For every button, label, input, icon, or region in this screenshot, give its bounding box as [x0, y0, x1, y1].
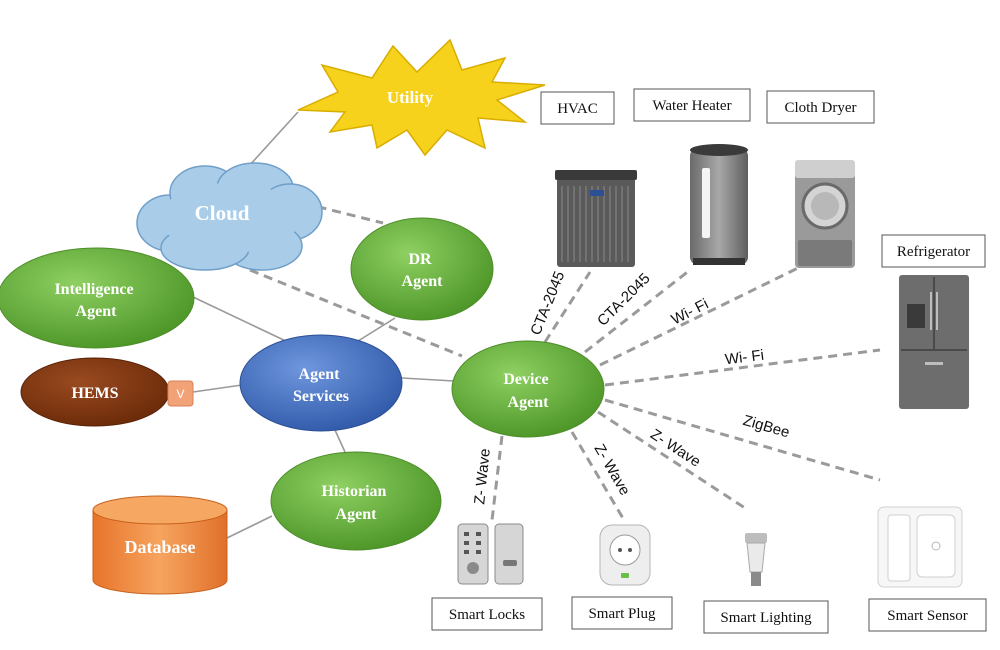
device-label-hvac: HVAC	[557, 101, 598, 117]
v-badge: V	[167, 380, 194, 407]
agent-services-node: Agent Services	[239, 334, 403, 432]
dr-agent-label-line2: Agent	[402, 273, 444, 290]
database-node: Database	[92, 495, 228, 595]
historian-agent-label-line2: Agent	[336, 506, 378, 523]
dr-agent-label-line1: DR	[408, 251, 432, 268]
device-agent-label-line2: Agent	[508, 394, 550, 411]
agent-services-label-line1: Agent	[299, 366, 341, 383]
database-label: Database	[125, 537, 196, 557]
v-badge-label: V	[176, 387, 184, 401]
intelligence-agent-node: Intelligence Agent	[0, 247, 195, 349]
refrigerator-image	[899, 275, 969, 409]
smart-plug-image	[599, 524, 651, 586]
device-label-smart-sensor: Smart Sensor	[887, 608, 967, 624]
smart-sensor-image	[877, 506, 963, 588]
intelligence-agent-label-line2: Agent	[76, 303, 118, 320]
utility-burst	[297, 38, 546, 157]
protocol-label-smart-locks: Z- Wave	[471, 448, 494, 506]
device-label-boxes: HVAC Water Heater Cloth Dryer Refrigerat…	[431, 88, 987, 634]
cloth-dryer-image	[795, 160, 855, 268]
water-heater-image	[690, 144, 748, 265]
protocol-label-smart-plug: Z- Wave	[591, 441, 634, 498]
utility-label: Utility	[387, 88, 434, 107]
cloud-label: Cloud	[195, 201, 250, 225]
dr-agent-node: DR Agent	[350, 217, 494, 321]
device-agent-node: Device Agent	[451, 340, 605, 438]
protocol-label-smart-sensor: ZigBee	[741, 412, 791, 441]
intelligence-agent-label-line1: Intelligence	[54, 281, 133, 298]
protocol-label-hvac: CTA-2045	[527, 269, 568, 338]
utility-node: Utility	[297, 38, 546, 157]
historian-agent-node: Historian Agent	[270, 451, 442, 551]
device-agent-label-line1: Device	[503, 371, 548, 388]
device-label-water-heater: Water Heater	[652, 98, 731, 114]
protocol-label-cloth-dryer: Wi- Fi	[669, 296, 712, 329]
hems-node: HEMS	[20, 357, 170, 427]
device-label-cloth-dryer: Cloth Dryer	[784, 100, 856, 116]
smart-lighting-image	[745, 533, 767, 586]
device-label-smart-plug: Smart Plug	[588, 606, 656, 622]
hvac-unit-image	[555, 170, 637, 267]
svg-text:Intelligence Agent: Intelligence Agent	[54, 281, 137, 320]
dashed-connectors	[249, 201, 881, 521]
svg-text:Agent Services: Agent Services	[293, 366, 349, 405]
device-label-refrigerator: Refrigerator	[897, 244, 970, 260]
device-label-smart-locks: Smart Locks	[449, 607, 525, 623]
device-label-smart-lighting: Smart Lighting	[720, 610, 812, 626]
agent-services-label-line2: Services	[293, 388, 349, 405]
svg-text:Historian Agent: Historian Agent	[322, 483, 391, 523]
protocol-label-refrigerator: Wi- Fi	[724, 347, 765, 369]
historian-agent-label-line1: Historian	[322, 483, 387, 500]
cloud-node: Cloud	[136, 162, 323, 271]
svg-text:Device Agent: Device Agent	[503, 371, 552, 411]
smart-locks-image	[457, 523, 524, 585]
svg-text:DR Agent: DR Agent	[402, 251, 444, 290]
hems-label: HEMS	[71, 385, 118, 402]
